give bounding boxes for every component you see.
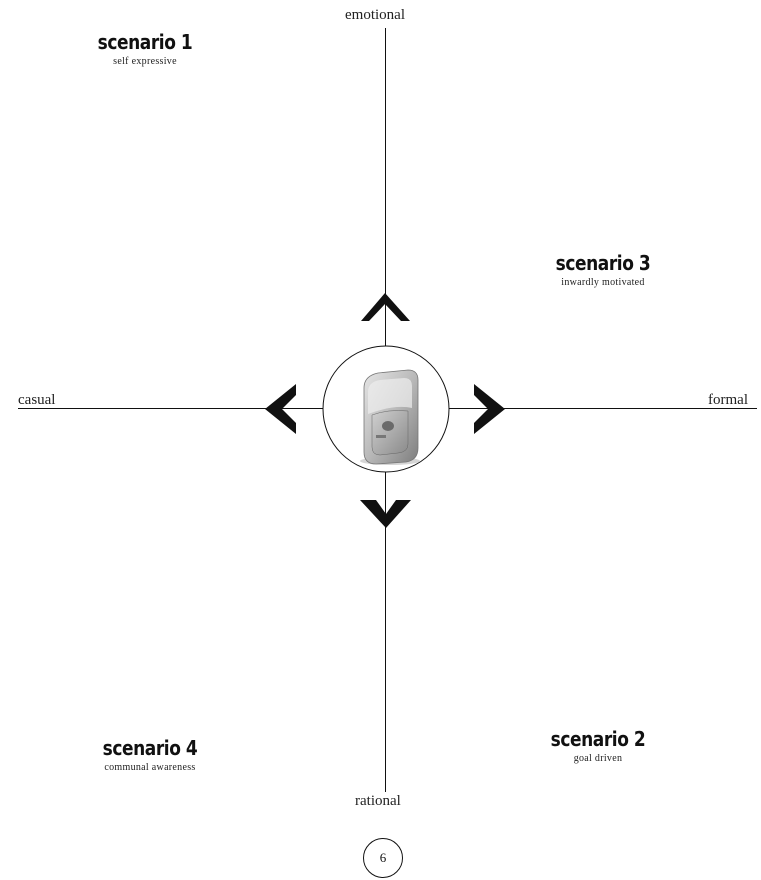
arrow-right-icon xyxy=(474,384,505,434)
page-number: 6 xyxy=(363,838,403,878)
arrow-up-icon xyxy=(361,293,410,321)
phone-device-icon xyxy=(360,370,420,465)
arrow-down-icon xyxy=(360,500,411,528)
arrow-left-icon xyxy=(265,384,296,434)
